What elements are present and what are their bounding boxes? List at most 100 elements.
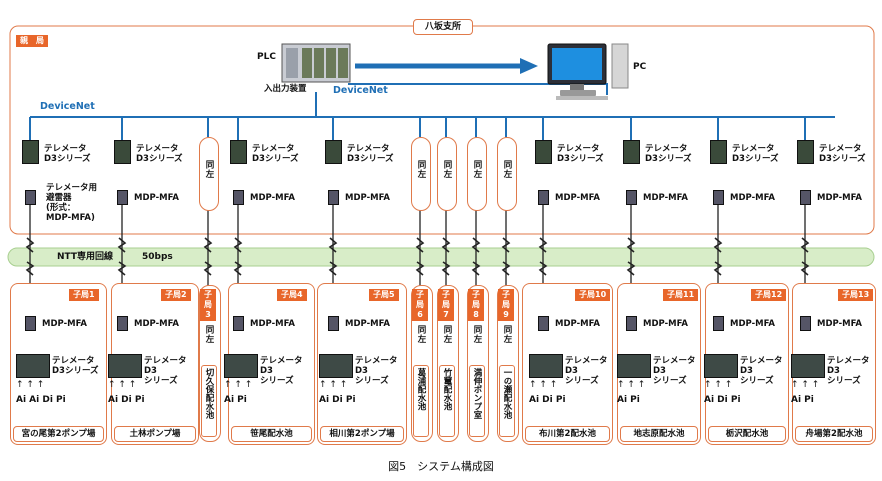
child-station-tag: 子局4 [277, 289, 307, 301]
same-as-left-label: 同左 [442, 325, 452, 344]
signal-arrow-icon: ↑ ↑ ↑ [224, 380, 253, 390]
same-as-left-label: 同左 [502, 325, 512, 344]
child-station-tag: 子局5 [369, 289, 399, 301]
station-name: 地志原配水池 [620, 426, 698, 442]
child-station-tag: 子局7 [438, 289, 454, 321]
devicenet-label-left: DeviceNet [40, 101, 95, 112]
child-station-tag: 子局2 [161, 289, 191, 301]
station-name: 一の瀬配水池 [502, 368, 512, 419]
same-as-left-label: 同左 [472, 325, 482, 344]
arrester-label: テレメータ用避雷器(形式：MDP-MFA) [46, 183, 98, 223]
telemeter-device-icon [224, 354, 258, 378]
io-signal-label: Ai Pi [617, 395, 640, 405]
mdp-arrester-icon [25, 190, 36, 205]
signal-arrow-icon: ↑ ↑ ↑ [791, 380, 820, 390]
telemeter-device-icon [22, 140, 39, 164]
mdp-label: MDP-MFA [134, 193, 179, 203]
mdp-arrester-icon [25, 316, 36, 331]
mdp-label: MDP-MFA [134, 319, 179, 329]
io-signal-label: Ai Di Pi [704, 395, 741, 405]
child-station-tag: 子局9 [498, 289, 514, 321]
same-as-left-pill: 同左 [497, 137, 517, 211]
station-name: 満伸ポンプ室 [472, 368, 482, 419]
child-station-tag: 子局12 [751, 289, 787, 301]
same-as-left-pill: 同左 [199, 137, 219, 211]
signal-arrow-icon: ↑ ↑ ↑ [617, 380, 646, 390]
mdp-arrester-icon [713, 316, 724, 331]
io-device-label: 入出力装置 [264, 84, 307, 94]
mdp-arrester-icon [800, 190, 811, 205]
signal-arrow-icon: ↑ ↑ ↑ [319, 380, 348, 390]
mdp-arrester-icon [328, 190, 339, 205]
pc-label: PC [633, 62, 647, 72]
mdp-arrester-icon [328, 316, 339, 331]
signal-arrow-icon: ↑ ↑ ↑ [108, 380, 137, 390]
telemeter-device-icon [319, 354, 353, 378]
mdp-label: MDP-MFA [817, 193, 862, 203]
mdp-label: MDP-MFA [555, 319, 600, 329]
plc-device [281, 43, 351, 83]
telemeter-device-icon [325, 140, 342, 164]
mdp-arrester-icon [117, 190, 128, 205]
ntt-line-label: NTT専用回線 [57, 252, 114, 262]
mdp-label: MDP-MFA [730, 193, 775, 203]
telemeter-device-icon [16, 354, 50, 378]
ntt-line-band [7, 247, 875, 267]
mdp-label: MDP-MFA [42, 319, 87, 329]
mdp-label: MDP-MFA [817, 319, 862, 329]
mdp-label: MDP-MFA [730, 319, 775, 329]
telemeter-device-icon [623, 140, 640, 164]
mdp-label: MDP-MFA [555, 193, 600, 203]
devicenet-label-center: DeviceNet [333, 85, 388, 96]
mdp-arrester-icon [713, 190, 724, 205]
same-as-left-pill: 同左 [411, 137, 431, 211]
mdp-arrester-icon [626, 190, 637, 205]
mdp-label: MDP-MFA [643, 319, 688, 329]
mdp-arrester-icon [626, 316, 637, 331]
devicenet-drops [29, 117, 806, 140]
station-name: 竹竃配水池 [442, 368, 452, 411]
child-station-tag: 子局6 [412, 289, 428, 321]
telemeter-device-icon [114, 140, 131, 164]
parent-station-tag: 親 局 [16, 35, 48, 47]
mdp-label: MDP-MFA [250, 319, 295, 329]
station-name-box [499, 365, 515, 437]
station-name-box [469, 365, 485, 437]
figure-caption: 図5 システム構成図 [388, 460, 494, 473]
mdp-arrester-icon [233, 190, 244, 205]
mdp-arrester-icon [233, 316, 244, 331]
station-name: 布川第2配水池 [525, 426, 610, 442]
signal-arrow-icon: ↑ ↑ ↑ [704, 380, 733, 390]
station-name: 切久保配水池 [204, 368, 214, 419]
station-name: 相川第2ポンプ場 [320, 426, 404, 442]
same-as-left-label: 同左 [416, 325, 426, 344]
station-name-box [413, 365, 429, 437]
child-station-tag: 子局3 [200, 289, 216, 321]
plc-pc-arrowhead [520, 58, 538, 74]
branch-title: 八坂支所 [413, 19, 473, 35]
telemeter-device-icon [529, 354, 563, 378]
io-signal-label: Ai Di Pi [108, 395, 145, 405]
mdp-arrester-icon [117, 316, 128, 331]
telemeter-device-icon [797, 140, 814, 164]
telemeter-device-icon [108, 354, 142, 378]
station-name: 土林ポンプ場 [114, 426, 196, 442]
mdp-label: MDP-MFA [250, 193, 295, 203]
station-name: 笹尾配水池 [231, 426, 312, 442]
station-name: 栃沢配水池 [708, 426, 786, 442]
same-as-left-pill: 同左 [467, 137, 487, 211]
telemeter-device-icon [791, 354, 825, 378]
plc-label: PLC [257, 52, 276, 62]
